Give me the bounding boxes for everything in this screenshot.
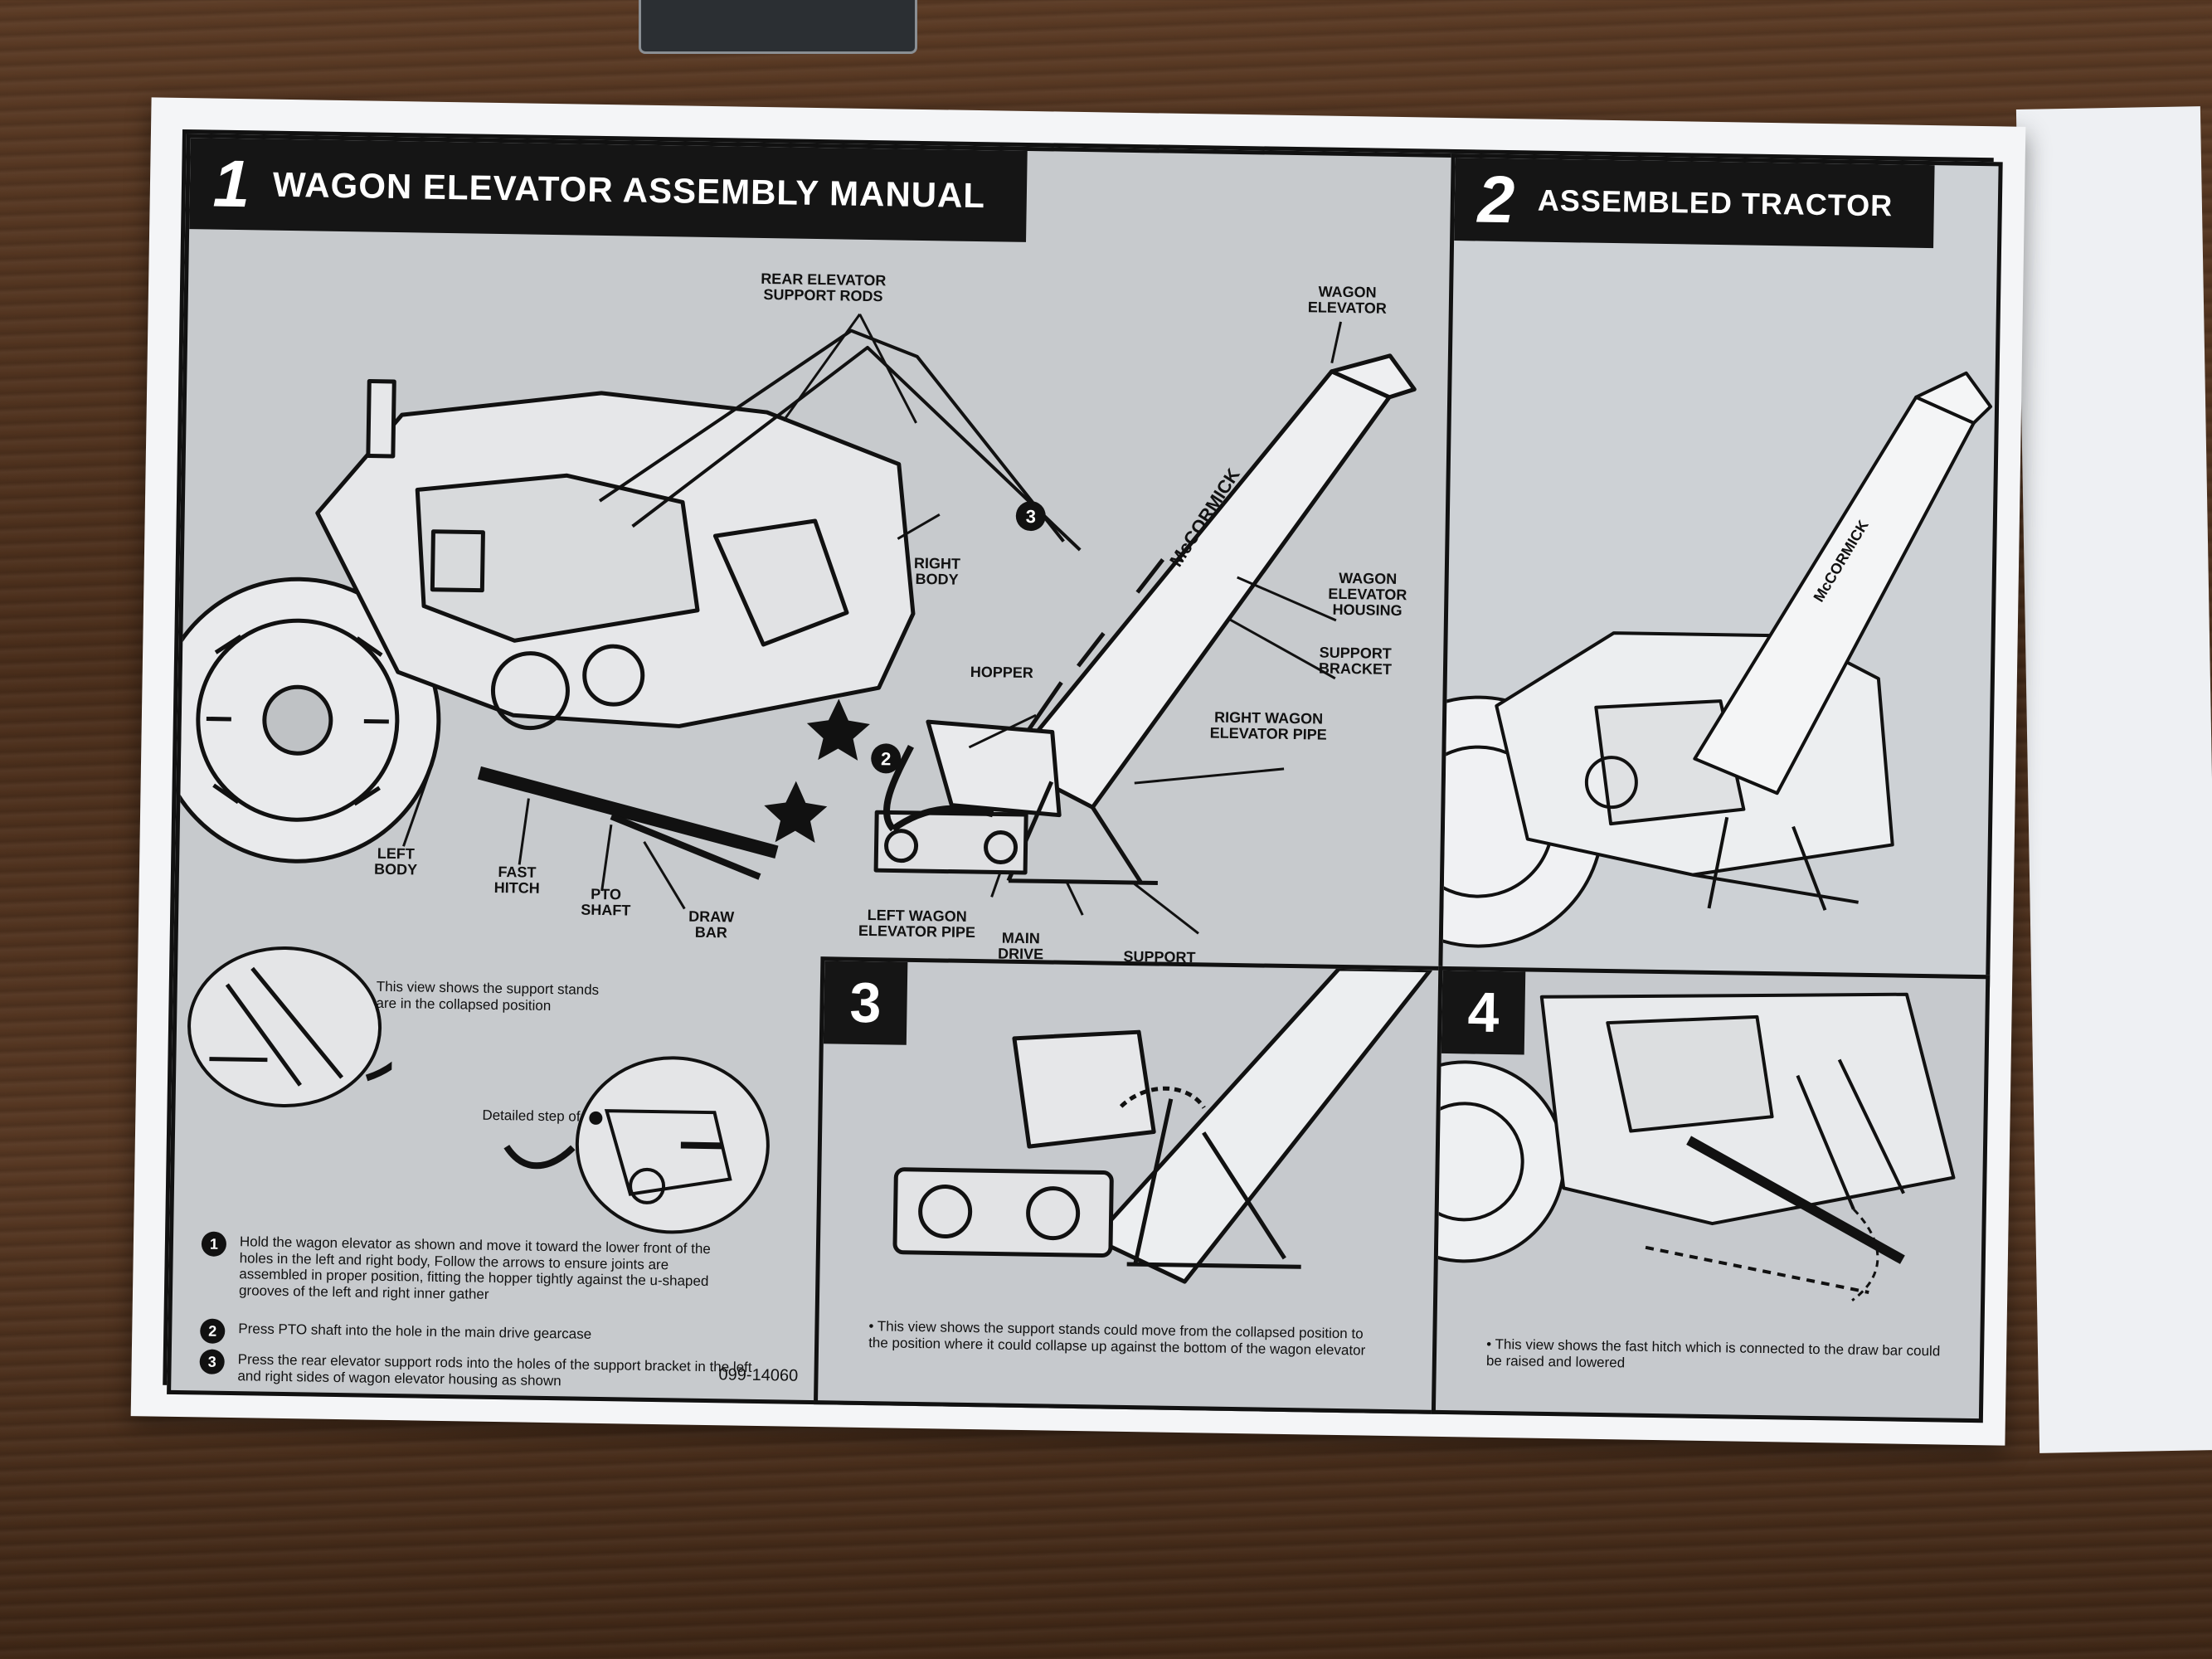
label-right-body: RIGHT BODY <box>913 554 961 588</box>
side-paper-sheet <box>2015 106 2212 1453</box>
label-fast-hitch: FAST HITCH <box>493 864 540 897</box>
assembled-tractor-illustration: McCORMICK <box>1442 371 1993 948</box>
sheet-border: 1 WAGON ELEVATOR ASSEMBLY MANUAL <box>163 129 2003 1423</box>
part-code: 099-14060 <box>718 1365 799 1385</box>
svg-text:2: 2 <box>881 748 892 769</box>
svg-text:3: 3 <box>1026 506 1037 527</box>
label-hopper: HOPPER <box>970 663 1034 682</box>
step-2: 2 Press PTO shaft into the hole in the m… <box>200 1318 736 1345</box>
step-2-text: Press PTO shaft into the hole in the mai… <box>238 1321 592 1342</box>
bullet-icon: • <box>1486 1335 1492 1352</box>
dark-object-top <box>639 0 917 54</box>
fast-hitch-illustration <box>1437 992 1956 1301</box>
panel-3: 3 • This view shows the support stands c… <box>813 956 1451 1415</box>
support-stands-illustration <box>892 966 1432 1284</box>
panel-2-header: 2 ASSEMBLED TRACTOR <box>1454 158 1935 249</box>
step-3-text: Press the rear elevator support rods int… <box>237 1351 752 1389</box>
panel-4-note-text: This view shows the fast hitch which is … <box>1485 1335 1941 1370</box>
label-rear-support-rods: REAR ELEVATOR SUPPORT RODS <box>761 270 887 305</box>
step-1-star-icon: 1 <box>201 1231 227 1257</box>
label-left-pipe: LEFT WAGON ELEVATOR PIPE <box>858 907 976 941</box>
instruction-sheet: 1 WAGON ELEVATOR ASSEMBLY MANUAL <box>130 97 2026 1446</box>
step-2-icon: 2 <box>200 1318 226 1344</box>
step-3-mini-icon <box>589 1111 603 1125</box>
label-wagon-elevator: WAGON ELEVATOR <box>1307 283 1387 317</box>
bullet-icon: • <box>868 1318 874 1335</box>
step-1-text: Hold the wagon elevator as shown and mov… <box>238 1233 711 1302</box>
panel-1: 1 WAGON ELEVATOR ASSEMBLY MANUAL <box>167 134 1464 1415</box>
label-left-body: LEFT BODY <box>373 844 418 878</box>
panel-2-number: 2 <box>1476 162 1515 237</box>
note-collapsed-position: This view shows the support stands are i… <box>376 978 600 1014</box>
note-detail-text: Detailed step of <box>482 1107 581 1125</box>
label-right-pipe: RIGHT WAGON ELEVATOR PIPE <box>1209 708 1327 743</box>
detail-arrow <box>503 1144 576 1170</box>
inset-detail-step <box>575 1056 770 1234</box>
panel-2: 2 ASSEMBLED TRACTOR McCORMICK <box>1438 153 2003 988</box>
label-draw-bar: DRAW BAR <box>688 907 735 941</box>
inset-collapsed-view <box>187 946 394 1108</box>
tractor-illustration: 3 2 McCORMICK <box>177 313 1417 935</box>
step-1: 1 Hold the wagon elevator as shown and m… <box>201 1231 737 1306</box>
label-support-bracket: SUPPORT BRACKET <box>1318 644 1393 678</box>
step-3-icon: 3 <box>199 1349 225 1374</box>
step-3: 3 Press the rear elevator support rods i… <box>199 1349 752 1392</box>
panel-4-note: • This view shows the fast hitch which i… <box>1486 1336 1952 1376</box>
label-wagon-housing: WAGON ELEVATOR HOUSING <box>1328 569 1407 619</box>
panel-4: 4 • This view shows the fast hitch which… <box>1431 966 1991 1423</box>
panel-3-note-text: This view shows the support stands could… <box>868 1318 1366 1359</box>
note-detailed-step: Detailed step of <box>482 1107 603 1126</box>
label-pto-shaft: PTO SHAFT <box>581 885 631 919</box>
panel-2-title: ASSEMBLED TRACTOR <box>1537 182 1894 223</box>
panel-3-note: • This view shows the support stands cou… <box>868 1318 1367 1359</box>
